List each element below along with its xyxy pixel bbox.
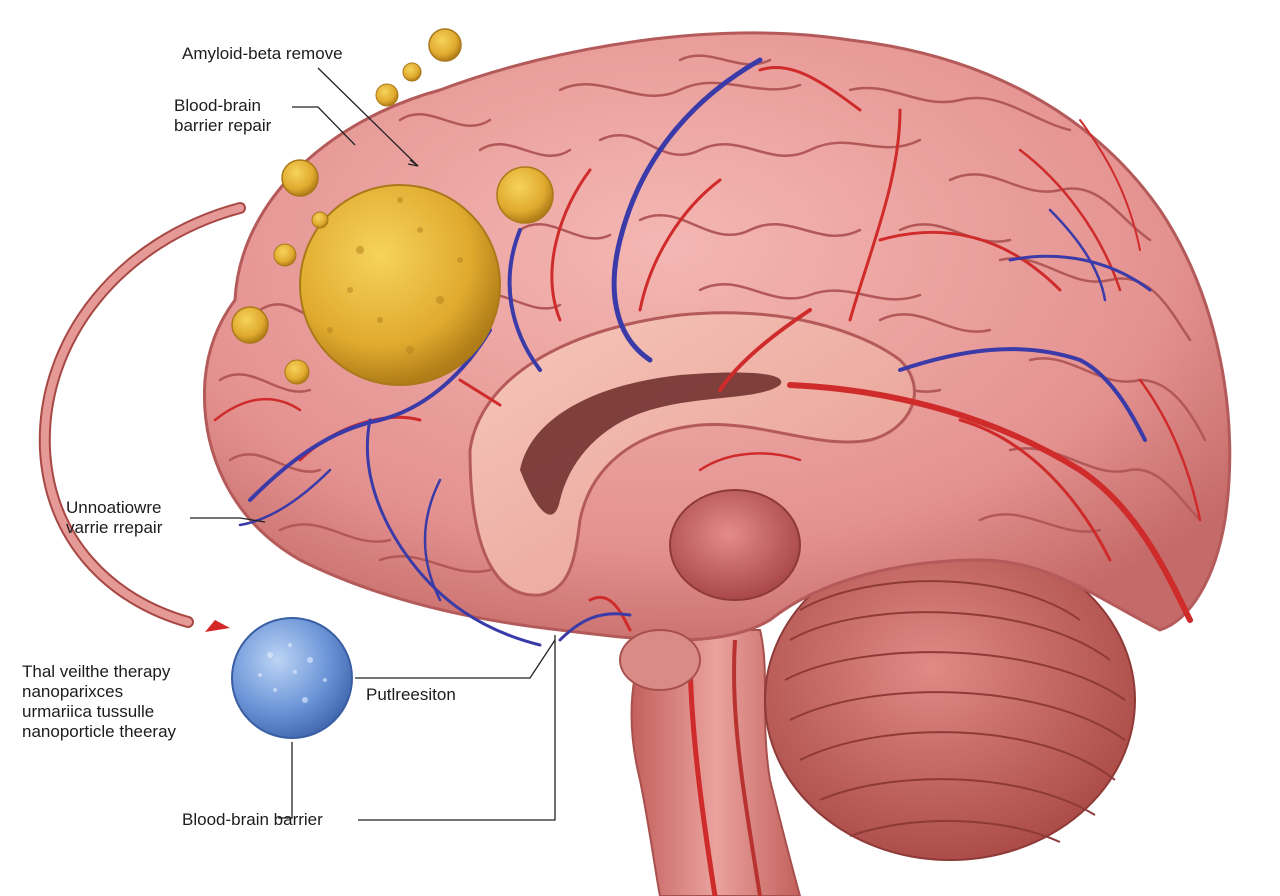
nanoparticle xyxy=(231,617,353,739)
veins xyxy=(238,57,1152,647)
amyloid-plaque xyxy=(231,28,554,386)
pons xyxy=(619,629,701,691)
arteries xyxy=(213,65,1202,632)
label-bbb-repair: Blood-brain barrier repair xyxy=(174,96,272,135)
label-innovative-repair: Unnoatiowre varrie rrepair xyxy=(66,498,163,537)
delivery-catheter xyxy=(38,202,246,632)
label-nanoparticle-therapy: Thal veilthe therapy nanoparixces urmari… xyxy=(22,662,177,741)
leader-lines xyxy=(190,67,556,821)
ventricle xyxy=(520,372,782,515)
arrow-icon xyxy=(205,620,230,632)
cerebellum xyxy=(764,539,1136,861)
thalamus xyxy=(669,489,801,601)
label-blood-brain-barrier: Blood-brain barrier xyxy=(182,810,323,829)
label-putlreesiton: Putlreesiton xyxy=(366,685,456,704)
label-amyloid-beta: Amyloid-beta remove xyxy=(182,44,343,63)
